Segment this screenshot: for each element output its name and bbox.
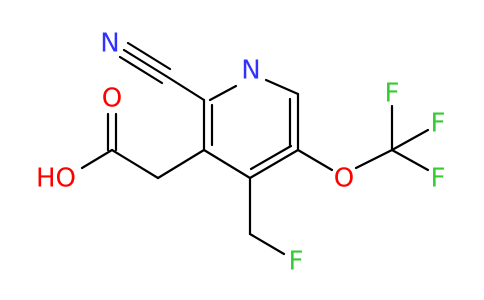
- bond-ether-o-cf3: [354, 148, 394, 170]
- bond-cooh-oh: [80, 148, 114, 170]
- cf3-f-bottom-label: F: [431, 164, 446, 194]
- bond-ring-c3-c4: [202, 148, 252, 180]
- cf3-f-right-label: F: [431, 109, 446, 139]
- bond-nitrile-single: [164, 74, 206, 102]
- ether-o-label: O: [334, 164, 354, 194]
- bond-ring-ch2: [156, 148, 206, 180]
- acid-o-label: O: [102, 84, 122, 114]
- bond-cf3-f-bottom: [390, 148, 430, 172]
- nitrile-n-label: N: [100, 29, 119, 59]
- acid-oh-label: HO: [36, 164, 76, 194]
- bond-ch2-cooh: [110, 148, 160, 180]
- bond-cf3-f-right: [390, 128, 430, 152]
- bond-ring-c4-c5-inner: [249, 144, 293, 171]
- bond-nitrile-triple-c: [118, 55, 164, 85]
- bond-nitrile-triple-a: [122, 48, 168, 78]
- ring-n-label: N: [241, 56, 260, 86]
- bond-nitrile-triple-b: [126, 41, 172, 71]
- bond-ring-ether-o: [296, 148, 334, 172]
- bond-ring-n-c2: [208, 84, 238, 102]
- ch2f-f-label: F: [289, 247, 304, 277]
- cf3-f-top-label: F: [385, 79, 400, 109]
- bond-ch2-f: [248, 232, 286, 256]
- bond-ring-c6-n: [264, 78, 300, 96]
- bond-ring-c4-c5: [248, 148, 300, 180]
